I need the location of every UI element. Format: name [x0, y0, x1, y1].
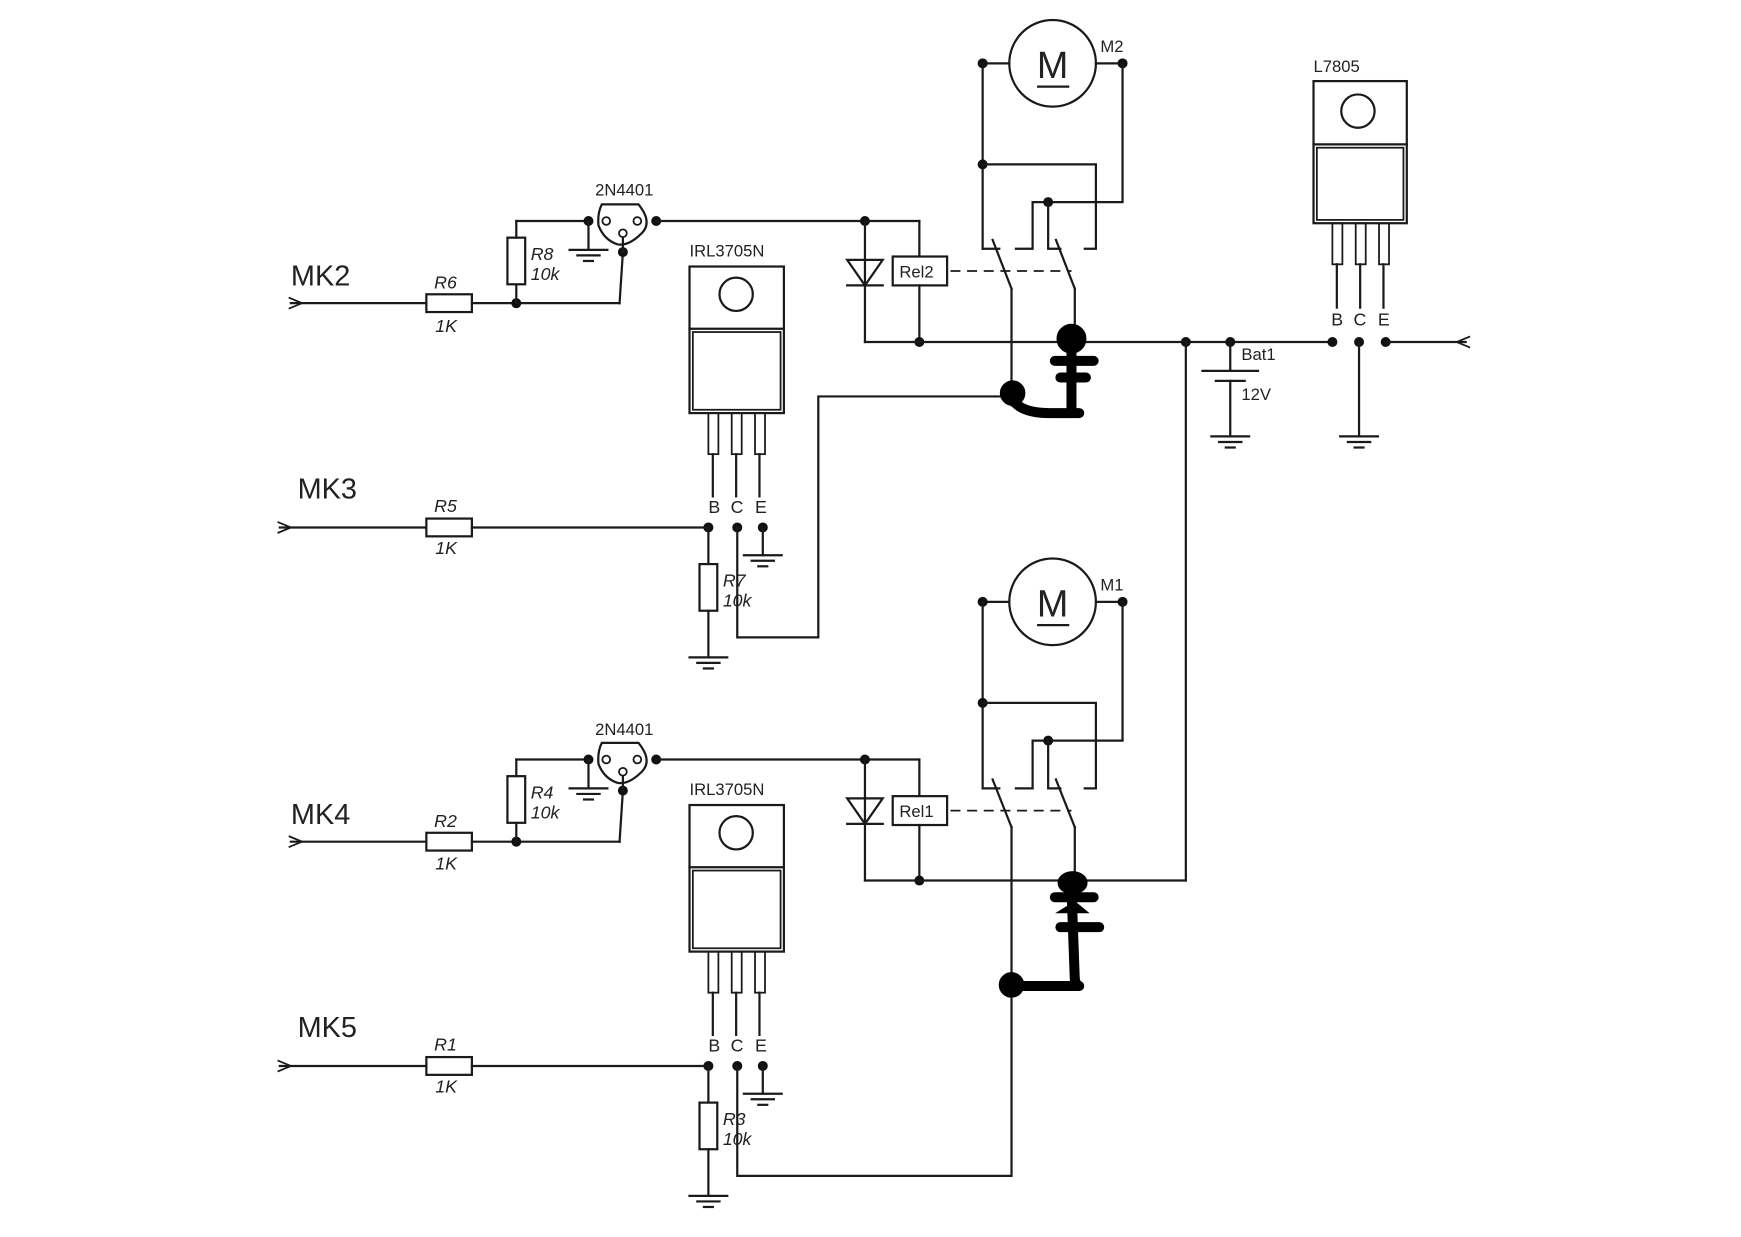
- transistor-2n4401-top-body: [597, 203, 648, 246]
- resistor-r5-value: 1K: [435, 538, 458, 558]
- input-label-mk3: MK3: [298, 474, 357, 506]
- transistor-pin: [601, 216, 612, 226]
- diode-icon: [845, 797, 885, 826]
- resistor-r4-ref: R4: [531, 782, 554, 802]
- pin-label-b: B: [708, 497, 720, 517]
- ground-icon: [688, 1194, 729, 1209]
- transistor-pin: [632, 754, 643, 765]
- resistor-r3: [698, 1101, 719, 1151]
- regulator-l7805-body: [1312, 79, 1408, 309]
- wire: [1014, 62, 1124, 250]
- wire: [618, 789, 625, 843]
- resistor-r6-value: 1K: [435, 316, 458, 336]
- transistor-pin: [632, 216, 643, 226]
- resistor-r8-ref: R8: [531, 244, 554, 264]
- battery-icon: [1201, 369, 1260, 382]
- relay-switch-contact: [1054, 778, 1077, 879]
- pin-label-c: C: [731, 1036, 744, 1056]
- resistor-r7: [698, 562, 719, 612]
- ground-icon: [742, 1092, 783, 1106]
- wire: [1047, 739, 1062, 790]
- motor-m2: M: [1008, 18, 1098, 108]
- ground-icon: [688, 656, 729, 670]
- diode-icon: [845, 258, 885, 288]
- resistor-r1: [425, 1055, 474, 1076]
- resistor-r6: [425, 293, 474, 314]
- transistor-pin: [601, 754, 612, 765]
- channel-bottom: MK4 R2 1K R4 10k 2N4401 IRL3705N: [277, 557, 1187, 1209]
- transistor-pin: [618, 766, 628, 777]
- transistor-2n4401-bottom-body: [597, 741, 648, 785]
- wire: [981, 163, 1098, 250]
- resistor-r8: [506, 236, 527, 286]
- motor-m1-label: M1: [1100, 576, 1123, 595]
- hand-drawn-diode-icon: [999, 323, 1099, 419]
- input-label-mk5: MK5: [298, 1012, 357, 1044]
- motor-m1: M: [1008, 557, 1098, 647]
- input-label-mk2: MK2: [291, 260, 350, 292]
- wire: [736, 395, 1006, 639]
- wire: [736, 826, 1013, 1177]
- power-section: Bat1 12V L7805 B C E: [1201, 57, 1471, 449]
- transistor-pin: [618, 228, 628, 238]
- transistor-2n4401-top-label: 2N4401: [595, 180, 653, 199]
- mosfet-irl3705n-bottom-label: IRL3705N: [690, 780, 765, 799]
- regulator-pin-e: E: [1378, 309, 1390, 329]
- ground-icon: [1210, 435, 1251, 449]
- resistor-r5-ref: R5: [434, 496, 457, 516]
- resistor-r5: [425, 517, 474, 538]
- relay-switch-contact: [991, 778, 1013, 829]
- mosfet-irl3705n-top-label: IRL3705N: [690, 242, 765, 261]
- relay-rel2-coil: [891, 255, 949, 287]
- wire: [618, 250, 625, 305]
- resistor-r8-value: 10k: [531, 264, 561, 284]
- resistor-r7-ref: R7: [723, 570, 747, 590]
- resistor-r1-ref: R1: [434, 1034, 457, 1054]
- resistor-r3-ref: R3: [723, 1109, 746, 1129]
- ground-icon: [1339, 435, 1380, 449]
- ground-icon: [568, 248, 609, 263]
- regulator-pin-c: C: [1353, 309, 1366, 329]
- input-label-mk4: MK4: [291, 799, 350, 831]
- channel-top: MK2 R6 1K R8 10k 2N4401 IRL37: [277, 18, 1334, 882]
- motor-m2-label: M2: [1100, 37, 1123, 56]
- wire: [1047, 201, 1062, 250]
- resistor-r6-ref: R6: [434, 273, 457, 293]
- motor-m1-symbol: M: [1037, 582, 1068, 624]
- resistor-r4-value: 10k: [531, 802, 561, 822]
- transistor-2n4401-bottom-label: 2N4401: [595, 720, 653, 739]
- resistor-r2-ref: R2: [434, 811, 457, 831]
- battery-value: 12V: [1241, 385, 1272, 404]
- junction: [1327, 337, 1338, 348]
- relay-rel1-label: Rel1: [899, 802, 933, 821]
- pin-label-c: C: [731, 497, 744, 517]
- output-arrow: [1454, 335, 1471, 349]
- mosfet-irl3705n-top-body: [688, 265, 786, 498]
- regulator-label: L7805: [1314, 57, 1360, 76]
- mosfet-irl3705n-bottom-body: [688, 803, 786, 1036]
- ground-icon: [568, 787, 609, 801]
- resistor-r1-value: 1K: [435, 1077, 458, 1097]
- pin-label-b: B: [708, 1036, 720, 1056]
- resistor-r4: [506, 775, 527, 824]
- pin-label-e: E: [755, 497, 767, 517]
- relay-rel2-label: Rel2: [899, 263, 933, 282]
- resistor-r2: [425, 831, 474, 852]
- motor-m2-symbol: M: [1037, 44, 1068, 86]
- wire: [981, 701, 1098, 790]
- hand-drawn-diode-icon: [998, 871, 1105, 998]
- relay-switch-contact: [991, 238, 1013, 407]
- ground-icon: [742, 554, 783, 568]
- pin-label-e: E: [755, 1036, 767, 1056]
- battery-label: Bat1: [1241, 345, 1275, 364]
- resistor-r2-value: 1K: [435, 853, 458, 873]
- regulator-pin-b: B: [1331, 309, 1343, 329]
- wire: [1014, 600, 1124, 790]
